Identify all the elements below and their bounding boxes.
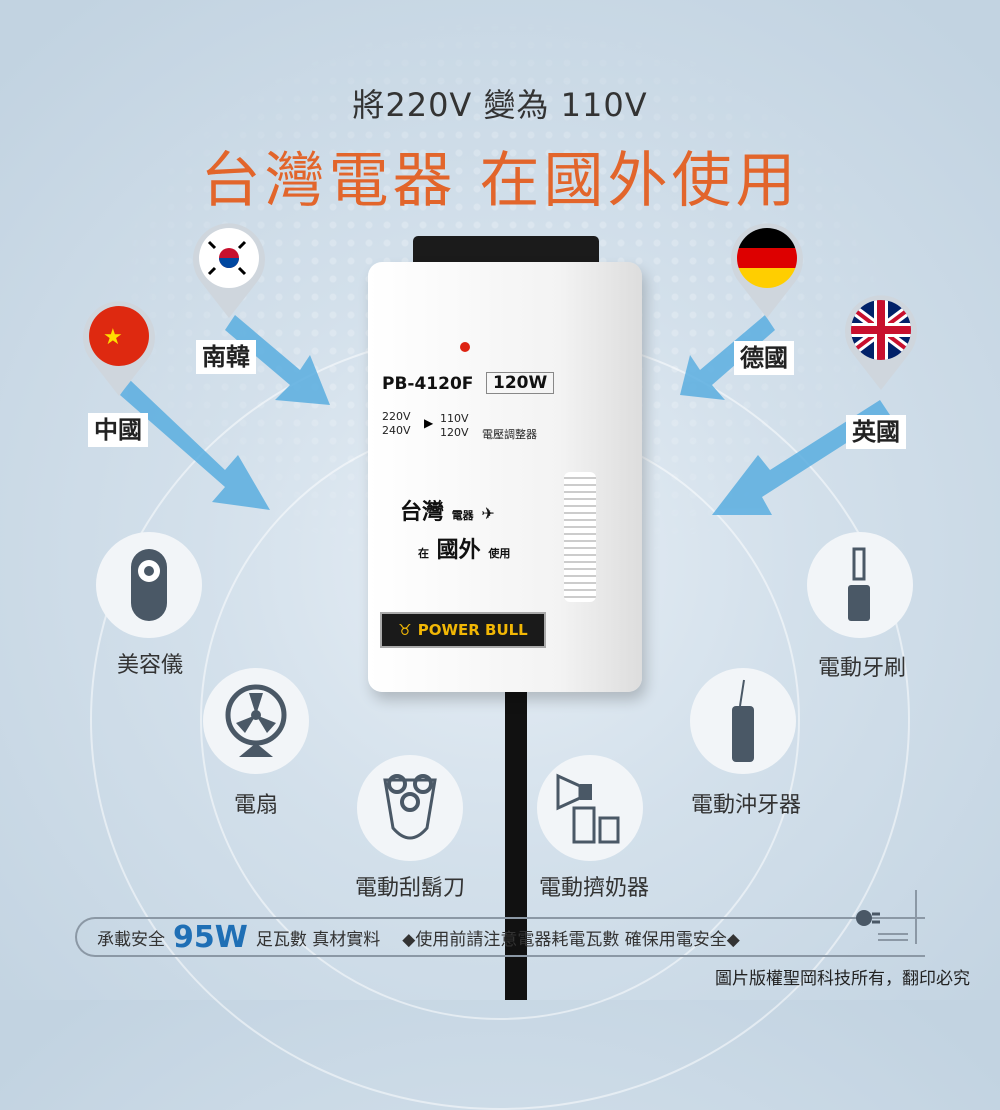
electric-shaver-icon — [357, 755, 463, 861]
germany-flag-pin — [731, 223, 803, 318]
china-flag-pin: ★ — [83, 301, 155, 396]
led-indicator — [460, 342, 470, 352]
airplane-icon: ✈ — [481, 504, 495, 523]
slogan-c: 在 — [418, 547, 429, 560]
korea-flag-pin — [193, 223, 265, 318]
banner-watt: 95W — [173, 919, 248, 955]
appliance-label: 電扇 — [233, 793, 278, 818]
appliance-label: 電動沖牙器 — [690, 793, 801, 818]
breast-pump-icon — [537, 755, 643, 861]
appliance-label: 美容儀 — [116, 653, 183, 678]
appliance-label: 電動牙刷 — [817, 656, 906, 681]
banner-note: ◆使用前請注意電器耗電瓦數 確保用電安全◆ — [402, 929, 740, 950]
country-label-germany: 德國 — [734, 341, 794, 375]
headline-large: 台灣電器 在國外使用 — [200, 146, 800, 216]
bull-logo-icon: ♉ — [398, 621, 412, 639]
arrow-korea — [225, 315, 330, 405]
input-voltage-2: 240V — [382, 424, 411, 437]
plug-socket-icon — [856, 890, 917, 944]
bottom-banner: 承載安全 95W 足瓦數 真材實料 ◆使用前請注意電器耗電瓦數 確保用電安全◆ — [75, 917, 925, 957]
beauty-device-icon — [96, 532, 202, 638]
arrow-germany — [680, 315, 775, 400]
banner-prefix: 承載安全 — [97, 929, 165, 950]
model-number: PB-4120F — [382, 374, 474, 394]
output-voltage-1: 110V — [440, 412, 469, 425]
output-voltage-2: 120V — [440, 426, 469, 439]
power-cord — [505, 690, 527, 1000]
slogan-a: 台灣 — [400, 500, 445, 525]
copyright-notice: 圖片版權聖岡科技所有，翻印必究 — [715, 969, 970, 989]
slogan-d: 國外 — [436, 538, 481, 563]
uk-flag-pin — [845, 295, 917, 390]
appliance-label: 電動擠奶器 — [538, 876, 649, 901]
slogan-b: 電器 — [451, 509, 474, 522]
input-voltage-1: 220V — [382, 410, 411, 423]
arrow-uk — [712, 400, 890, 515]
arrow-china — [120, 380, 270, 510]
wattage-badge: 120W — [486, 372, 555, 394]
arrow-right-icon: ▶ — [424, 416, 434, 430]
slogan-e: 使用 — [488, 547, 511, 560]
headline-small: 將220V 變為 110V — [352, 86, 648, 124]
appliance-label: 電動刮鬍刀 — [354, 876, 465, 901]
electric-toothbrush-icon — [807, 532, 913, 638]
brand-logo: POWER BULL — [417, 621, 528, 639]
svg-text:★: ★ — [103, 325, 123, 350]
country-label-china: 中國 — [88, 413, 148, 447]
banner-suffix: 足瓦數 真材實料 — [255, 929, 381, 950]
country-label-uk: 英國 — [846, 415, 906, 449]
device-type: 電壓調整器 — [482, 428, 537, 441]
arrows-layer — [120, 315, 890, 515]
fan-icon — [203, 668, 309, 774]
country-label-korea: 南韓 — [196, 340, 256, 374]
vent-grille — [564, 472, 596, 602]
water-flosser-icon — [690, 668, 796, 774]
